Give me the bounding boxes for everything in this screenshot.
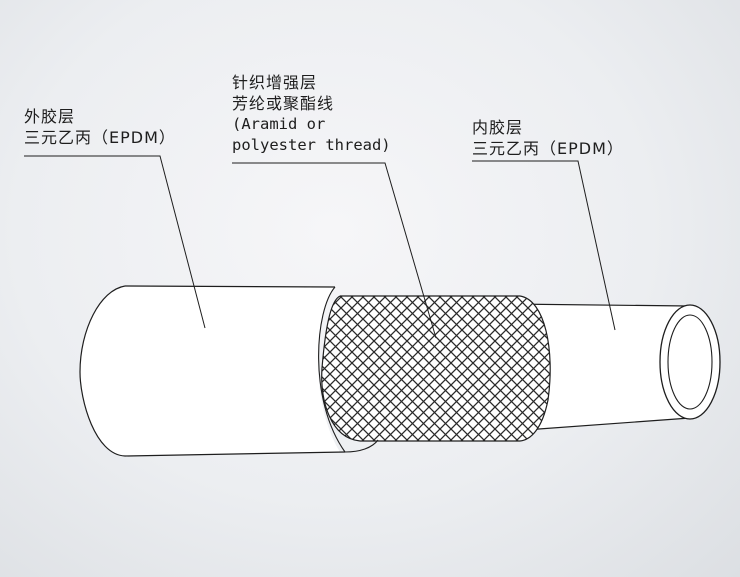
reinforcement-material-en-2: polyester thread) (232, 136, 391, 154)
inner-layer (504, 303, 721, 431)
reinforcement-title: 针织增强层 (232, 73, 318, 92)
outer-layer (79, 285, 379, 457)
outer-layer-material: 三元乙丙（EPDM） (24, 128, 176, 147)
inner-layer-material: 三元乙丙（EPDM） (472, 139, 624, 158)
inner-layer-label: 内胶层 三元乙丙（EPDM） (472, 117, 624, 159)
outer-layer-title: 外胶层 (24, 107, 76, 126)
leader-lines (24, 155, 616, 339)
reinforcement-layer (321, 295, 551, 442)
reinforcement-layer-label: 针织增强层 芳纶或聚酯线 (Aramid or polyester thread… (232, 72, 391, 156)
reinforcement-material-en-1: (Aramid or (232, 115, 326, 133)
inner-layer-title: 内胶层 (472, 118, 524, 137)
outer-layer-label: 外胶层 三元乙丙（EPDM） (24, 106, 176, 148)
reinforcement-material-cn: 芳纶或聚酯线 (232, 94, 335, 113)
